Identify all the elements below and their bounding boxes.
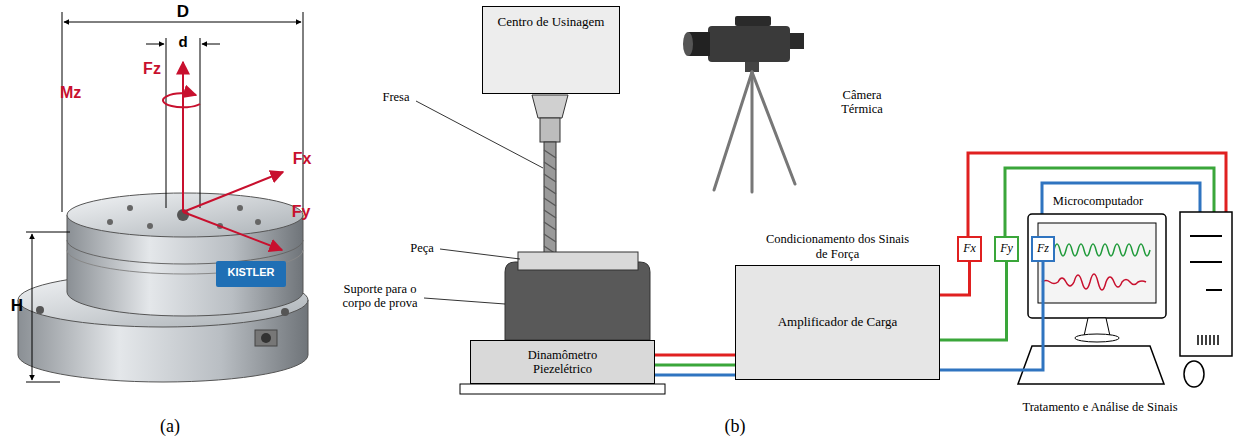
dimension-lines bbox=[200, 38, 201, 208]
signal-cable bbox=[940, 262, 1007, 340]
force-arrows bbox=[163, 62, 283, 250]
box-label: Centro de Usinagem bbox=[498, 15, 605, 30]
thermal-camera bbox=[708, 26, 790, 62]
signal-cable bbox=[940, 262, 970, 295]
computer bbox=[1075, 334, 1119, 342]
part-label: Fresa bbox=[378, 90, 414, 104]
computer bbox=[1190, 235, 1222, 237]
box-label: Fx bbox=[963, 242, 976, 256]
workpiece-and-support bbox=[518, 252, 638, 270]
dimension-lines bbox=[166, 38, 167, 208]
force-arrows bbox=[183, 212, 282, 250]
force-label: Fz bbox=[140, 60, 164, 78]
signal-box: Fy bbox=[994, 236, 1019, 262]
leader-lines bbox=[424, 298, 505, 304]
force-arrows bbox=[182, 62, 184, 212]
spindle-and-cutter bbox=[532, 95, 568, 118]
spindle-and-cutter bbox=[540, 118, 560, 142]
dynamometer-body bbox=[255, 219, 261, 225]
dimension-lines bbox=[62, 12, 63, 212]
signal-box: Fz bbox=[1031, 236, 1055, 262]
dynamometer-body bbox=[216, 261, 286, 287]
part-label: Peça bbox=[405, 241, 439, 255]
dynamometer-body bbox=[237, 205, 243, 211]
signal-cable bbox=[655, 354, 735, 357]
computer bbox=[1018, 346, 1164, 384]
spindle-and-cutter bbox=[532, 95, 568, 256]
dynamometer-body bbox=[67, 193, 303, 346]
computer bbox=[1184, 361, 1204, 387]
part-label: Microcomputador bbox=[1040, 194, 1156, 208]
signal-cable bbox=[940, 262, 1043, 370]
panel-label: (a) bbox=[150, 416, 190, 437]
workpiece-and-support bbox=[505, 262, 650, 340]
dimension-lines bbox=[303, 12, 304, 212]
thermal-camera bbox=[714, 72, 795, 192]
computer bbox=[1028, 214, 1166, 318]
force-arrows bbox=[183, 172, 283, 212]
dynamometer-flange bbox=[36, 306, 44, 314]
dimension-lines bbox=[64, 22, 301, 23]
computer bbox=[1038, 223, 1156, 303]
dimension-label: D bbox=[175, 2, 191, 22]
computer bbox=[1084, 318, 1110, 336]
force-label: Fx bbox=[289, 150, 315, 168]
dynamometer-box: Dinamômetro Piezelétrico bbox=[470, 340, 655, 384]
box-label: Amplificador de Carga bbox=[778, 315, 898, 330]
dynamometer-body bbox=[67, 193, 303, 237]
leader-lines bbox=[416, 101, 543, 168]
thermal-camera bbox=[683, 32, 693, 56]
thermal-camera bbox=[790, 33, 804, 49]
brand-label: KISTLER bbox=[216, 266, 286, 279]
dimension-label: H bbox=[8, 296, 26, 316]
leader-lines bbox=[440, 249, 520, 259]
dynamometer-body bbox=[147, 223, 153, 229]
charge-amplifier-box: Condicionamento dos Sinais de ForçaAmpli… bbox=[735, 265, 940, 380]
thermal-camera bbox=[752, 72, 795, 184]
computer bbox=[1190, 261, 1222, 263]
box-label: Fz bbox=[1037, 242, 1049, 256]
computer bbox=[1198, 335, 1218, 345]
signal-box: Fx bbox=[957, 236, 982, 262]
dimension-lines bbox=[26, 12, 303, 382]
dynamometer-body bbox=[127, 205, 133, 211]
thermal-camera bbox=[683, 16, 804, 192]
moment-label: Mz bbox=[60, 84, 88, 102]
dynamometer-body bbox=[255, 330, 277, 346]
machining-center-box: Centro de Usinagem bbox=[482, 6, 620, 94]
force-label: Fy bbox=[288, 203, 314, 221]
caption-label: Tratamento e Análise de Sinais bbox=[990, 400, 1210, 414]
spindle-and-cutter bbox=[544, 150, 556, 254]
dimension-lines bbox=[202, 44, 220, 45]
panel-label: (b) bbox=[715, 416, 755, 437]
dimension-lines bbox=[26, 382, 60, 383]
spindle-and-cutter bbox=[544, 142, 556, 256]
dimension-label: d bbox=[177, 33, 189, 50]
part-label: Câmera Térmica bbox=[830, 88, 894, 117]
thermal-camera bbox=[714, 72, 752, 190]
dynamometer-flange bbox=[281, 308, 289, 316]
box-heading: Condicionamento dos Sinais de Força bbox=[763, 232, 913, 261]
box-label: Dinamômetro Piezelétrico bbox=[508, 348, 618, 377]
dimension-lines bbox=[32, 234, 33, 380]
signal-cable bbox=[655, 374, 735, 377]
part-label: Suporte para o corpo de prova bbox=[338, 282, 422, 311]
box-label: Fy bbox=[1000, 242, 1013, 256]
workpiece-and-support bbox=[460, 384, 665, 394]
thermal-camera bbox=[751, 72, 754, 192]
thermal-camera bbox=[735, 16, 771, 26]
dynamometer-body bbox=[261, 333, 271, 343]
signal-cable bbox=[655, 364, 735, 367]
dimension-lines bbox=[26, 232, 70, 233]
dimension-lines bbox=[146, 44, 164, 45]
dynamometer-body bbox=[107, 219, 113, 225]
computer bbox=[1042, 244, 1150, 256]
computer bbox=[1018, 212, 1232, 387]
workpiece-and-support bbox=[460, 252, 665, 394]
computer bbox=[1180, 212, 1232, 356]
computer bbox=[1042, 274, 1146, 290]
force-arrows bbox=[163, 93, 200, 107]
leader-lines bbox=[416, 101, 543, 304]
computer bbox=[1206, 289, 1222, 291]
